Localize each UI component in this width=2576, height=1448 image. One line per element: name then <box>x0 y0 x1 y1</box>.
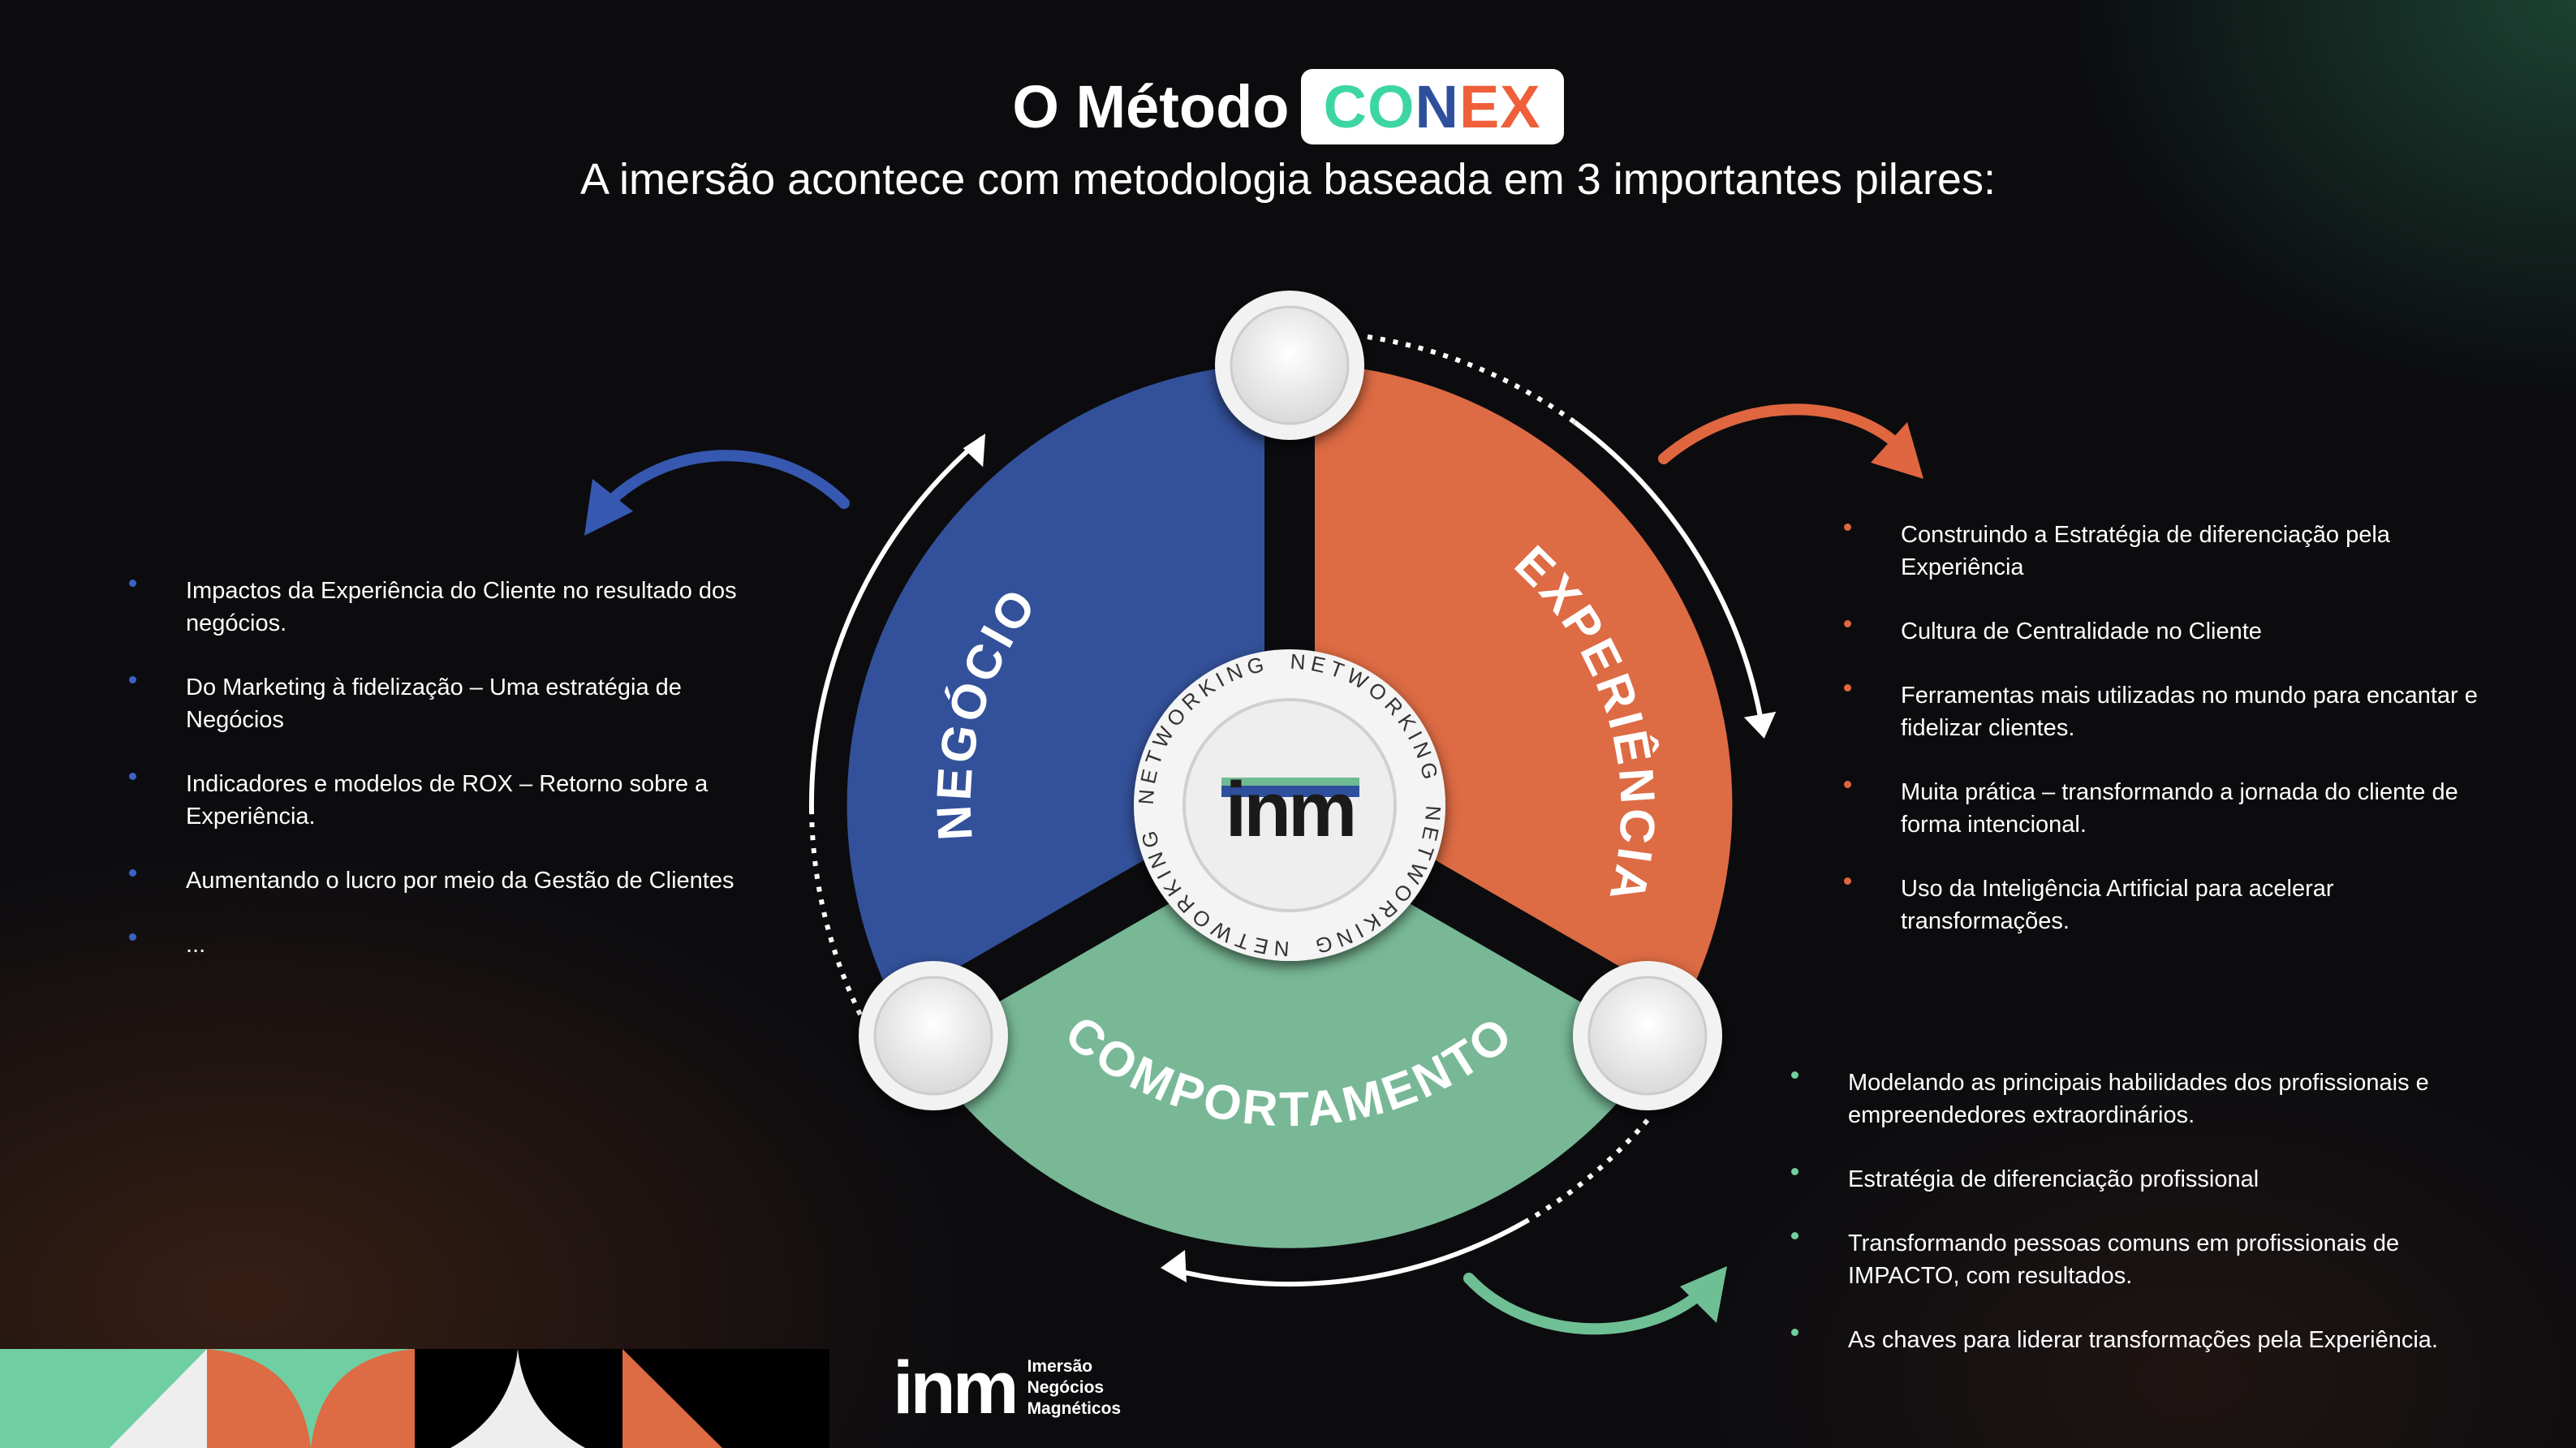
conex-badge: CONEX <box>1300 69 1564 144</box>
negocio-list: Impactos da Experiência do Cliente no re… <box>129 575 738 993</box>
decorative-pattern-strip <box>0 1349 829 1448</box>
list-item: Uso da Inteligência Artificial para acel… <box>1844 873 2501 937</box>
list-item: Muita prática – transformando a jornada … <box>1844 776 2501 841</box>
arrow-experiencia-head <box>1871 422 1923 479</box>
list-item: Construindo a Estratégia de diferenciaçã… <box>1844 519 2501 584</box>
list-item: Indicadores e modelos de ROX – Retorno s… <box>129 768 738 833</box>
list-item: Transformando pessoas comuns em profissi… <box>1791 1227 2481 1292</box>
conex-letters-co: CO <box>1323 73 1415 140</box>
comportamento-list: Modelando as principais habilidades dos … <box>1791 1067 2481 1388</box>
list-item: Cultura de Centralidade no Cliente <box>1844 615 2501 648</box>
list-item: Impactos da Experiência do Cliente no re… <box>129 575 738 640</box>
logo-green-band <box>1221 778 1359 786</box>
title-prefix: O Método <box>1012 73 1290 140</box>
conex-letters-ex: EX <box>1458 73 1541 140</box>
list-item: Do Marketing à fidelização – Uma estraté… <box>129 671 738 736</box>
cycle-arcs <box>808 334 1765 1286</box>
footer-logo-words: Imersão Negócios Magnéticos <box>1027 1356 1122 1420</box>
logo-word: Magnéticos <box>1027 1399 1122 1418</box>
arrow-negocio <box>595 450 850 517</box>
experiencia-list: Construindo a Estratégia de diferenciaçã… <box>1844 519 2501 969</box>
arrow-experiencia <box>1658 403 1913 464</box>
footer-logo-mark: inm <box>893 1347 1019 1429</box>
list-item: Modelando as principais habilidades dos … <box>1791 1067 2481 1131</box>
arrow-comportamento <box>1463 1273 1710 1335</box>
logo-word: Imersão <box>1027 1357 1093 1376</box>
list-item: Aumentando o lucro por meio da Gestão de… <box>129 864 738 897</box>
conex-letter-n: N <box>1415 73 1459 140</box>
list-item: As chaves para liderar transformações pe… <box>1791 1324 2481 1356</box>
knobs <box>859 291 1722 1110</box>
arrow-comportamento-head <box>1680 1266 1727 1323</box>
arrow-negocio-head <box>584 479 633 536</box>
center-logo: inm <box>1226 766 1355 853</box>
cycle-arrowheads <box>963 433 1777 1282</box>
list-item: Estratégia de diferenciação profissional <box>1791 1163 2481 1196</box>
subtitle: A imersão acontece com metodologia basea… <box>580 155 1996 204</box>
center-hub <box>1134 649 1445 961</box>
footer-logo: inm Imersão Negócios Magnéticos <box>893 1347 1122 1429</box>
list-item: ... <box>129 929 738 961</box>
logo-blue-band <box>1221 786 1359 797</box>
list-item: Ferramentas mais utilizadas no mundo par… <box>1844 679 2501 744</box>
logo-word: Negócios <box>1027 1378 1105 1397</box>
